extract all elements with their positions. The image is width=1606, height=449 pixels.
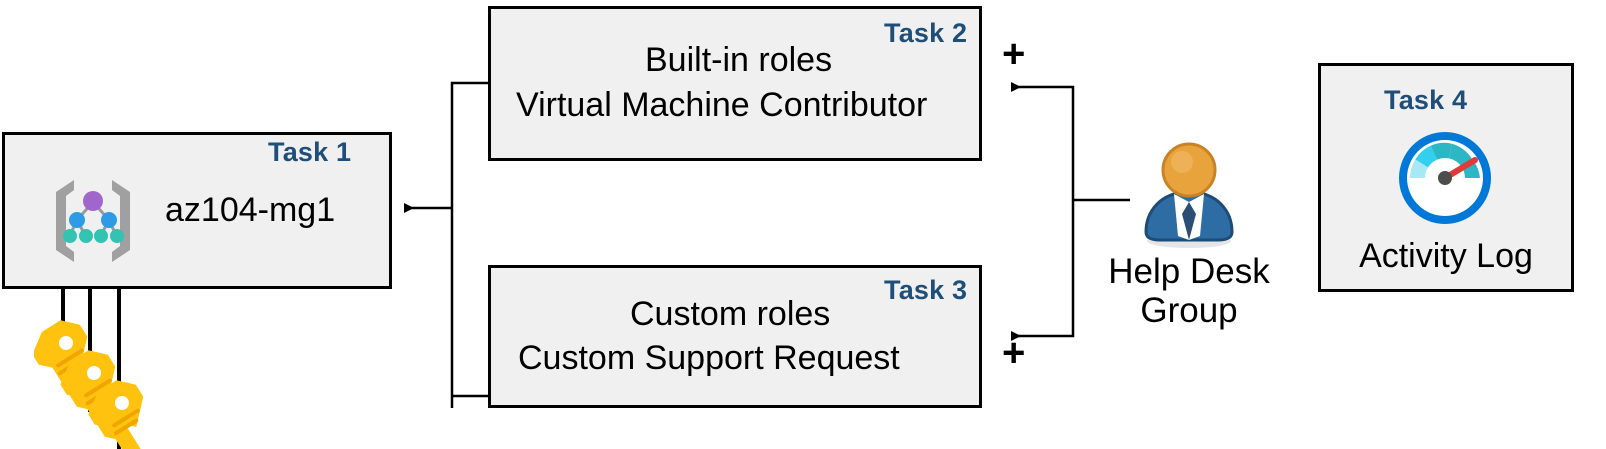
- help-desk-caption-line1: Help Desk: [1108, 252, 1270, 291]
- plus-top-operator: +: [1002, 32, 1026, 76]
- help-desk-caption: Help Desk Group: [1089, 252, 1289, 330]
- help-desk-caption-line2: Group: [1140, 291, 1238, 331]
- activity-log-gauge-icon: [1390, 128, 1500, 228]
- task4-label: Task 4: [1384, 85, 1468, 115]
- keys-icon: [32, 315, 164, 449]
- task2-text-line1: Built-in roles: [645, 41, 833, 79]
- task2-text-line2: Virtual Machine Contributor: [516, 86, 928, 124]
- user-group-icon: [1134, 140, 1244, 250]
- task1-text: az104-mg1: [165, 191, 336, 229]
- task1-label: Task 1: [268, 137, 352, 167]
- plus-bottom-operator: +: [1002, 331, 1026, 375]
- task3-text-line2: Custom Support Request: [518, 339, 900, 377]
- task3-box[interactable]: [488, 265, 982, 408]
- task2-box[interactable]: [488, 6, 982, 161]
- task3-text-line1: Custom roles: [630, 295, 831, 333]
- task3-label: Task 3: [884, 275, 968, 305]
- management-group-icon: [44, 172, 142, 268]
- task2-label: Task 2: [884, 18, 968, 48]
- left-bracket-connector: [404, 81, 488, 408]
- task4-text: Activity Log: [1359, 237, 1533, 275]
- task1-box[interactable]: [2, 132, 392, 289]
